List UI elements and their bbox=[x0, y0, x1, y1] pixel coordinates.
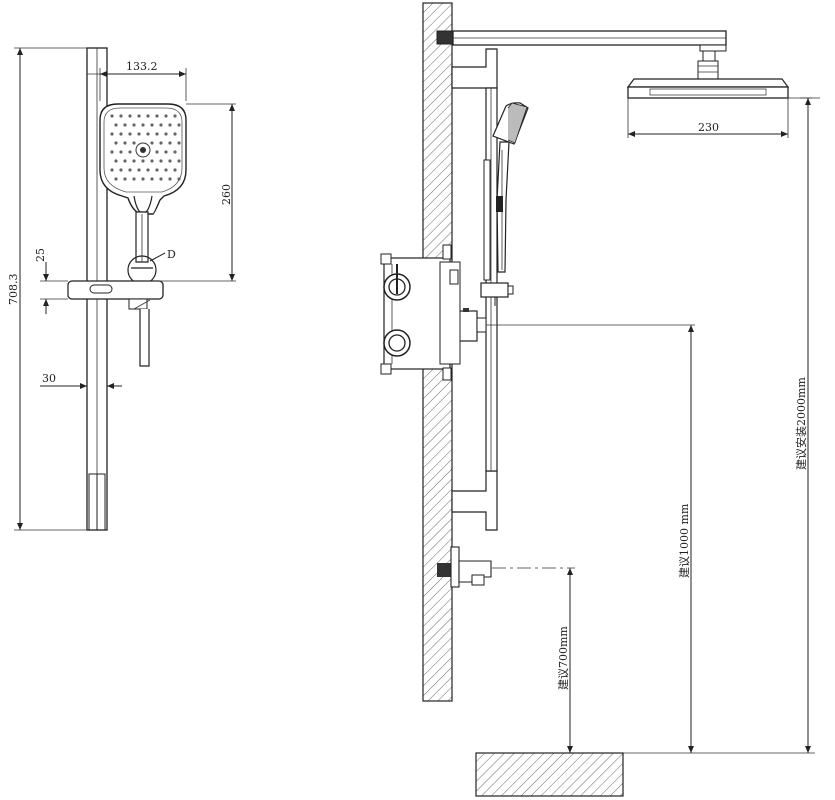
front-view: D 133.2 260 25 bbox=[7, 47, 236, 531]
nozzle-dot bbox=[123, 141, 127, 145]
nozzle-dot bbox=[168, 159, 172, 163]
nozzle-dot bbox=[128, 150, 132, 154]
nozzle-dot bbox=[119, 114, 123, 118]
nozzle-dot bbox=[168, 141, 172, 145]
nozzle-dot bbox=[141, 123, 145, 127]
nozzle-dot bbox=[110, 114, 114, 118]
nozzle-dot bbox=[110, 132, 114, 136]
nozzle-dot bbox=[132, 159, 136, 163]
hand-shower-head bbox=[99, 103, 187, 263]
dim-rail-width: 30 bbox=[42, 372, 56, 385]
nozzle-dot bbox=[159, 141, 163, 145]
nozzle-dot bbox=[155, 132, 159, 136]
nozzle-dot bbox=[168, 123, 172, 127]
nozzle-dot bbox=[164, 132, 168, 136]
nozzle-dot bbox=[114, 123, 118, 127]
nozzle-dot bbox=[177, 159, 181, 163]
dim-bracket-offset: 25 bbox=[34, 248, 47, 262]
dim-handset-width: 133.2 bbox=[126, 60, 158, 73]
nozzle-dot bbox=[173, 168, 177, 172]
nozzle-dot bbox=[164, 168, 168, 172]
riser-rail bbox=[451, 48, 498, 531]
nozzle-dot bbox=[150, 177, 154, 181]
nozzle-dot bbox=[150, 159, 154, 163]
nozzle-dot bbox=[168, 177, 172, 181]
nozzle-dot bbox=[119, 150, 123, 154]
dim-total-height: 708.3 bbox=[7, 274, 20, 306]
floor-section bbox=[475, 752, 624, 797]
nozzle-dot bbox=[137, 168, 141, 172]
nozzle-dot bbox=[146, 114, 150, 118]
nozzle-dot bbox=[128, 114, 132, 118]
nozzle-dot bbox=[164, 150, 168, 154]
nozzle-dot bbox=[150, 141, 154, 145]
nozzle-dot bbox=[173, 150, 177, 154]
shower-hose bbox=[139, 309, 150, 367]
nozzle-dot bbox=[173, 114, 177, 118]
dim-rain-shower-width: 230 bbox=[698, 121, 719, 134]
nozzle-dot bbox=[132, 177, 136, 181]
nozzle-dot bbox=[177, 123, 181, 127]
nozzle-dot bbox=[110, 150, 114, 154]
nozzle-dot bbox=[141, 159, 145, 163]
nozzle-dot bbox=[119, 168, 123, 172]
nozzle-dot bbox=[114, 141, 118, 145]
nozzle-dot bbox=[177, 141, 181, 145]
nozzle-dot bbox=[123, 123, 127, 127]
nozzle-dot bbox=[132, 123, 136, 127]
nozzle-dot bbox=[159, 159, 163, 163]
nozzle-dot bbox=[155, 168, 159, 172]
nozzle-dot bbox=[132, 141, 136, 145]
nozzle-dot bbox=[123, 159, 127, 163]
detail-label: D bbox=[167, 248, 176, 261]
nozzle-dot bbox=[137, 132, 141, 136]
dim-recommend-1000: 建议1000 mm bbox=[677, 503, 691, 578]
dim-recommend-2000: 建议安装2000mm bbox=[794, 377, 808, 470]
nozzle-dot bbox=[128, 168, 132, 172]
nozzle-dot bbox=[173, 132, 177, 136]
nozzle-dot bbox=[159, 123, 163, 127]
rain-shower-head: 230 bbox=[626, 78, 820, 138]
concealed-valve bbox=[380, 244, 461, 381]
nozzle-dot bbox=[114, 159, 118, 163]
nozzle-dot bbox=[110, 168, 114, 172]
dim-handset-height: 260 bbox=[220, 184, 233, 205]
nozzle-dot bbox=[128, 132, 132, 136]
nozzle-dot bbox=[155, 150, 159, 154]
slide-bracket bbox=[67, 280, 164, 310]
nozzle-dot bbox=[164, 114, 168, 118]
side-view: 230 bbox=[380, 2, 820, 797]
nozzle-dot bbox=[177, 177, 181, 181]
nozzle-dot bbox=[150, 123, 154, 127]
shower-arm bbox=[436, 30, 727, 80]
nozzle-dot bbox=[114, 177, 118, 181]
nozzle-dot bbox=[137, 114, 141, 118]
nozzle-dot bbox=[123, 177, 127, 181]
dim-recommend-700: 建议700mm bbox=[556, 626, 570, 690]
nozzle-dot bbox=[155, 114, 159, 118]
nozzle-dot bbox=[141, 177, 145, 181]
nozzle-dot bbox=[119, 132, 123, 136]
front-dimensions: 133.2 260 25 708.3 30 bbox=[7, 47, 236, 531]
nozzle-dot bbox=[146, 132, 150, 136]
wall-outlet bbox=[437, 546, 492, 588]
nozzle-dot bbox=[159, 177, 163, 181]
handheld-shower-side bbox=[454, 102, 529, 342]
nozzle-dot bbox=[146, 168, 150, 172]
